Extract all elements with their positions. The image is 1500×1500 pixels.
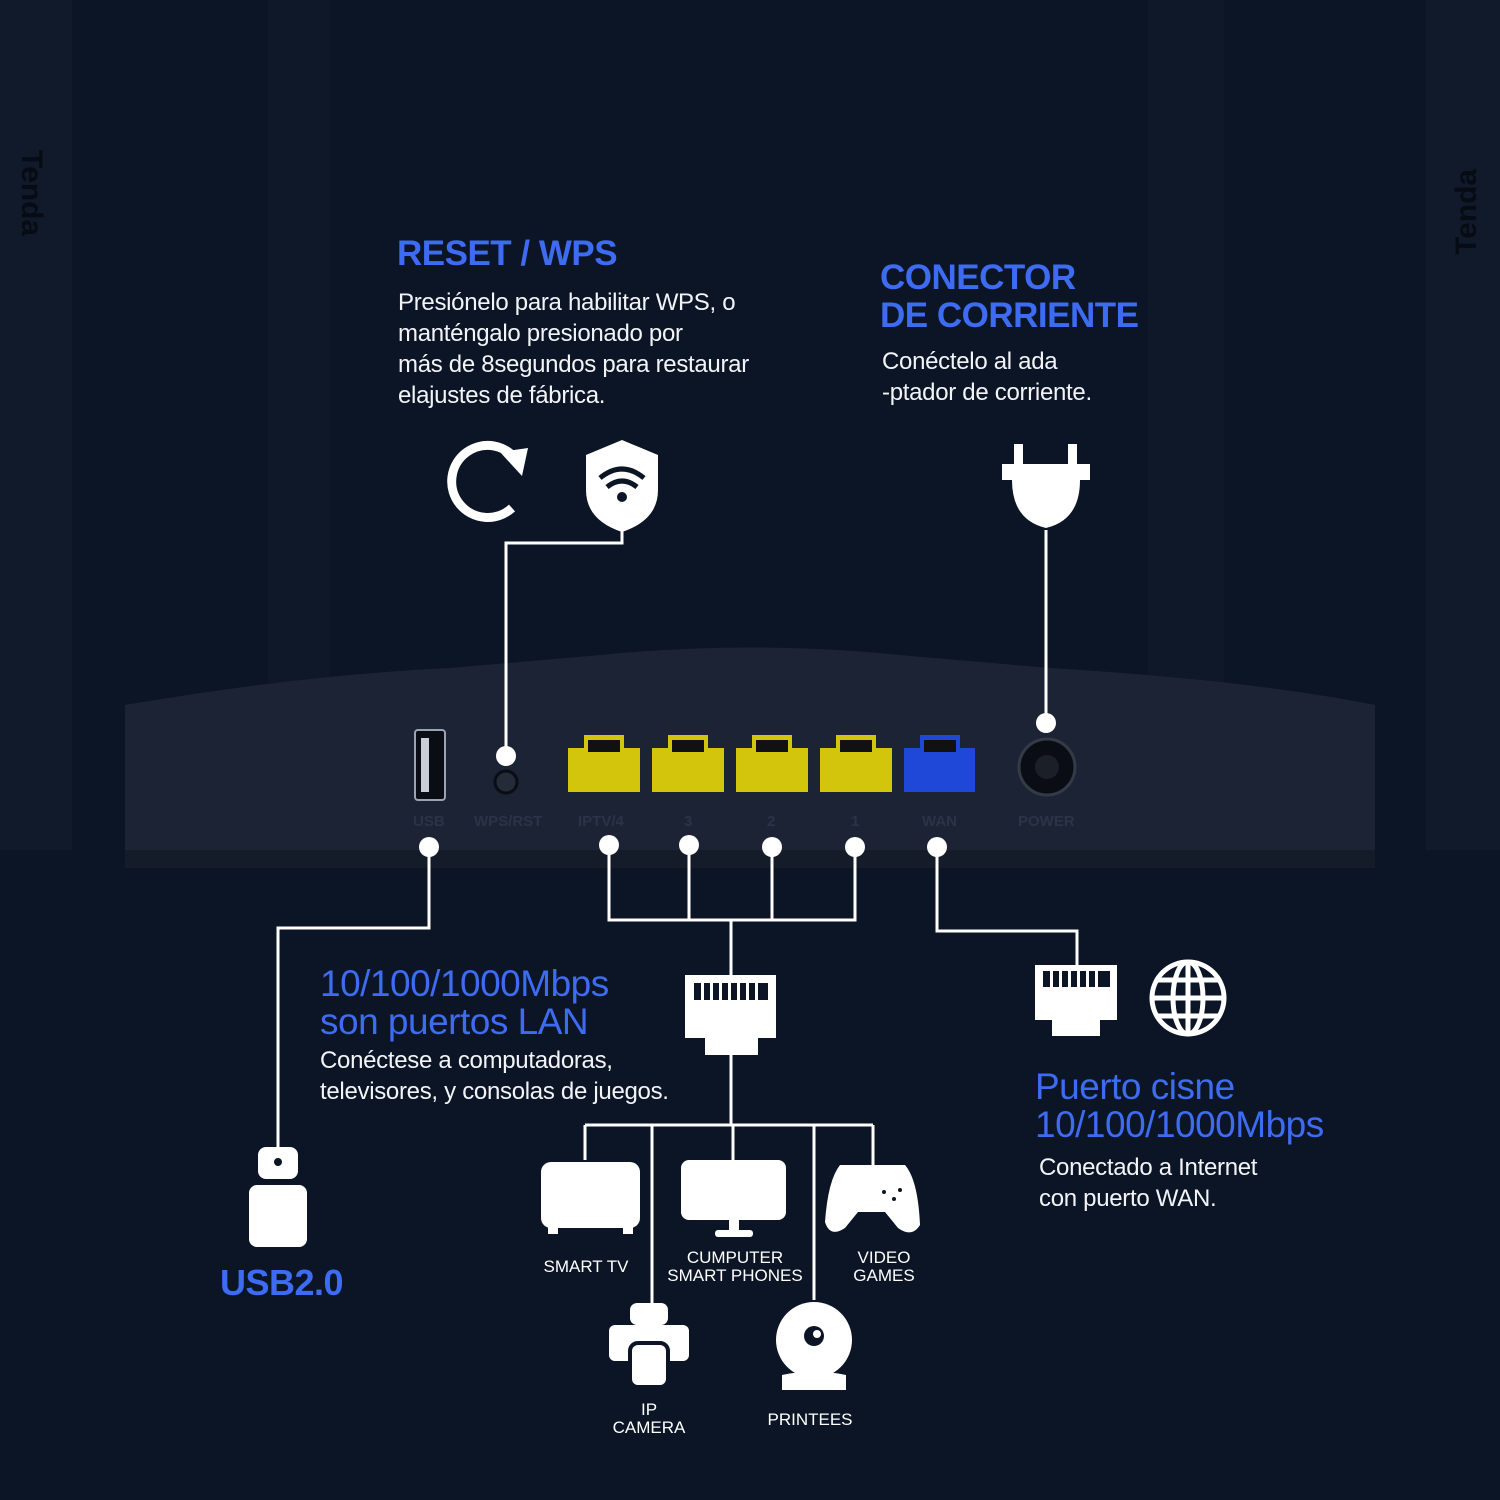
port-label-lan2: 2 xyxy=(767,813,776,830)
usb-title: USB2.0 xyxy=(220,1262,344,1303)
brand-logo-right: Tenda xyxy=(1450,168,1483,255)
reset-icon xyxy=(447,440,528,522)
desc-line: Conéctese a computadoras, xyxy=(320,1047,613,1074)
desc-line: con puerto WAN. xyxy=(1039,1185,1217,1212)
usb-dot xyxy=(419,837,439,857)
power-plug-icon xyxy=(1002,444,1090,528)
port-label-power: POWER xyxy=(1018,813,1075,830)
lan-port-2 xyxy=(736,748,808,792)
desc-line: Presiónelo para habilitar WPS, o xyxy=(398,289,736,316)
lan3-dot xyxy=(679,835,699,855)
usb-drive-icon xyxy=(249,1147,307,1247)
computer-icon xyxy=(681,1160,786,1237)
title-line: DE CORRIENTE xyxy=(880,296,1139,335)
desc-line: televisores, y consolas de juegos. xyxy=(320,1078,669,1105)
power-connector-title: CONECTOR DE CORRIENTE xyxy=(880,258,1139,335)
smart-tv-icon xyxy=(541,1162,640,1234)
lan-port-4 xyxy=(568,748,640,792)
desc-line: Conectado a Internet xyxy=(1039,1154,1258,1181)
title-line: son puertos LAN xyxy=(320,1001,589,1042)
desc-line: manténgalo presionado por xyxy=(398,320,683,347)
title-line: Puerto cisne xyxy=(1035,1066,1235,1107)
label-line: SMART PHONES xyxy=(667,1266,803,1285)
title-line: 10/100/1000Mbps xyxy=(1035,1104,1324,1145)
usb-port xyxy=(414,729,446,801)
port-label-wan: WAN xyxy=(922,813,957,830)
printer-icon xyxy=(609,1303,689,1389)
port-label-wps: WPS/RST xyxy=(474,813,543,830)
wan-ethernet-icon xyxy=(1035,965,1117,1036)
lan2-dot xyxy=(762,837,782,857)
lan-port-1 xyxy=(820,748,892,792)
desc-line: elajustes de fábrica. xyxy=(398,382,606,409)
printer-label: PRINTEES xyxy=(760,1411,860,1429)
wps-shield-icon xyxy=(586,440,658,532)
lan-ethernet-icon xyxy=(685,975,776,1055)
reset-wps-description: Presiónelo para habilitar WPS, o manténg… xyxy=(398,287,749,411)
wps-dot xyxy=(496,746,516,766)
antenna-left-outer xyxy=(0,0,72,850)
lan4-dot xyxy=(599,835,619,855)
label-line: PRINTEES xyxy=(767,1410,853,1429)
desc-line: más de 8segundos para restaurar xyxy=(398,351,749,378)
lan-title: 10/100/1000Mbps son puertos LAN xyxy=(320,965,609,1041)
power-dot xyxy=(1036,713,1056,733)
power-connector-description: Conéctelo al ada -ptador de corriente. xyxy=(882,346,1092,408)
brand-logo-left: Tenda xyxy=(15,150,48,237)
wan-dot xyxy=(927,837,947,857)
wan-title: Puerto cisne 10/100/1000Mbps xyxy=(1035,1068,1324,1144)
wps-reset-button xyxy=(493,769,519,795)
ip-camera-icon xyxy=(776,1302,852,1390)
port-label-usb: USB xyxy=(413,813,445,830)
desc-line: -ptador de corriente. xyxy=(882,379,1092,406)
label-line: IP xyxy=(640,1400,658,1419)
smart-tv-label: SMART TV xyxy=(536,1258,636,1276)
label-line: CAMERA xyxy=(612,1418,686,1437)
label-line: CUMPUTER xyxy=(686,1248,784,1267)
lan-description: Conéctese a computadoras, televisores, y… xyxy=(320,1045,669,1107)
label-line: VIDEO xyxy=(857,1248,911,1267)
globe-icon xyxy=(1149,959,1227,1037)
reset-wps-title: RESET / WPS xyxy=(397,234,618,273)
label-line: SMART TV xyxy=(543,1257,629,1276)
label-line: GAMES xyxy=(853,1266,915,1285)
lan1-dot xyxy=(845,837,865,857)
port-label-lan1: 1 xyxy=(851,813,860,830)
title-line: 10/100/1000Mbps xyxy=(320,963,609,1004)
gamepad-icon xyxy=(825,1165,920,1233)
antenna-right-outer xyxy=(1426,0,1500,850)
lan-port-3 xyxy=(652,748,724,792)
title-line: CONECTOR xyxy=(880,258,1076,297)
wan-port xyxy=(904,748,975,792)
desc-line: Conéctelo al ada xyxy=(882,348,1058,375)
port-label-lan3: 3 xyxy=(684,813,693,830)
wan-description: Conectado a Internet con puerto WAN. xyxy=(1039,1152,1257,1214)
port-label-lan4: IPTV/4 xyxy=(578,813,624,830)
